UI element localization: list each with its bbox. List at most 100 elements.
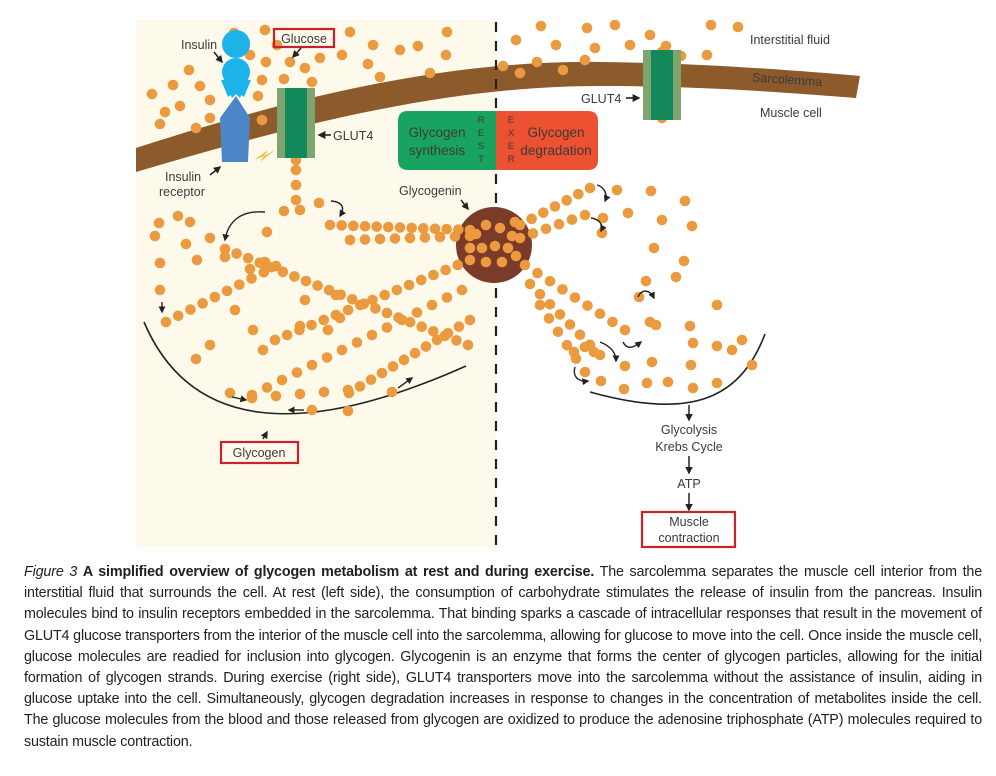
glucose-molecule (172, 210, 184, 222)
glucose-molecule (624, 39, 636, 51)
glucose-molecule (219, 251, 231, 263)
atp-label: ATP (677, 477, 700, 491)
glycogenin-label: Glycogenin (399, 184, 462, 198)
glucose-highlight-box (272, 27, 336, 49)
glucose-molecule (224, 387, 236, 399)
glucose-molecule (544, 275, 556, 287)
glucose-molecule (294, 204, 306, 216)
glucose-molecule (566, 214, 578, 225)
glucose-molecule (656, 214, 668, 226)
glucose-molecule (336, 49, 348, 61)
glucose-molecule (391, 284, 403, 296)
glucose-molecule (424, 67, 436, 79)
glucose-molecule (306, 319, 317, 331)
glucose-molecule (312, 280, 323, 291)
glycogen-boundary-left (143, 321, 467, 415)
glucose-molecule (246, 273, 257, 284)
glucose-molecule (209, 291, 221, 303)
muscle-cell-label: Muscle cell (760, 106, 822, 120)
glucose-molecule (159, 106, 171, 118)
exercise-letter: E (508, 115, 514, 126)
glucose-molecule (204, 232, 216, 244)
glucose-molecule (641, 377, 653, 389)
glucose-molecule (449, 231, 461, 242)
glucose-molecule (581, 22, 593, 34)
glucose-molecule (278, 205, 290, 217)
glucose-molecule (419, 232, 431, 243)
figure-number: Figure 3 (24, 564, 78, 580)
glucose-molecule (394, 44, 406, 56)
glucose-molecule (678, 255, 690, 267)
glucose-molecule (534, 299, 546, 311)
glucose-molecule (204, 339, 216, 351)
glucose-molecule (351, 337, 363, 348)
rest-box (398, 111, 496, 170)
muscle-contraction-label-2: contraction (658, 531, 719, 545)
glucose-molecule (540, 223, 552, 235)
glucose-molecule (229, 304, 241, 316)
insulin-receptor (220, 96, 250, 162)
glucose-molecule (456, 284, 468, 296)
glucose-molecule (453, 321, 465, 332)
glucose-molecule (736, 334, 748, 346)
glucose-molecule (190, 122, 202, 134)
glucose-molecule (270, 390, 282, 402)
glucose-molecule (705, 19, 717, 31)
glucose-molecule (404, 316, 416, 328)
glucose-molecule (579, 341, 591, 353)
glucose-molecule (323, 284, 335, 296)
glucose-molecule (172, 310, 184, 322)
glucose-molecule (557, 284, 568, 295)
glucose-molecule (404, 232, 416, 244)
glucose-molecule (387, 361, 399, 372)
glucose-molecule (442, 327, 454, 339)
glucose-molecule (336, 344, 348, 356)
glucose-molecule (290, 164, 302, 176)
flow-arrow (590, 217, 607, 233)
glucose-molecule (354, 381, 366, 392)
glucose-molecule (299, 294, 311, 306)
glucose-molecule (418, 223, 429, 234)
glucose-molecule (191, 254, 203, 266)
glucose-molecule (242, 252, 254, 264)
glucose-molecule (514, 67, 526, 79)
glucose-molecule (231, 248, 242, 259)
glucose-molecule (564, 319, 576, 330)
glucose-molecule (406, 222, 417, 234)
glucose-molecule (252, 90, 264, 102)
glucose-molecule (290, 194, 302, 206)
glucose-molecule (619, 324, 631, 336)
glucose-molecule (257, 344, 269, 356)
glucose-molecule (284, 56, 296, 68)
glucose-molecule (609, 19, 621, 31)
glucose-molecule (342, 405, 354, 417)
glucose-molecule (645, 185, 657, 197)
glucose-molecule (746, 359, 758, 371)
glucose-molecule (254, 257, 266, 269)
glucose-molecule (183, 64, 195, 76)
exercise-letter: E (508, 141, 514, 152)
glucose-molecule (359, 234, 371, 245)
rest-box-line1: Glycogen (408, 125, 465, 140)
glucose-molecule (431, 334, 443, 346)
glucose-molecule (489, 240, 501, 252)
glucose-molecule (526, 213, 537, 225)
glucose-molecule (480, 256, 492, 268)
glucose-molecule (314, 52, 326, 64)
glucose-molecule (355, 299, 366, 311)
glucose-molecule (412, 40, 424, 52)
glucose-molecule (359, 220, 371, 232)
glucose-molecule (607, 316, 618, 328)
glucose-molecule (344, 234, 356, 246)
glucose-molecule (184, 216, 196, 228)
glucose-molecule (514, 232, 526, 244)
rest-letter: T (478, 154, 484, 165)
glucose-molecule (510, 250, 522, 262)
exercise-box-line2: degradation (520, 143, 591, 158)
glucose-molecule (289, 271, 300, 282)
flow-arrow (573, 366, 590, 386)
glucose-molecule (584, 182, 596, 194)
glucose-molecule (428, 269, 439, 281)
glucose-molecule (365, 374, 377, 386)
glucose-molecule (306, 359, 318, 371)
